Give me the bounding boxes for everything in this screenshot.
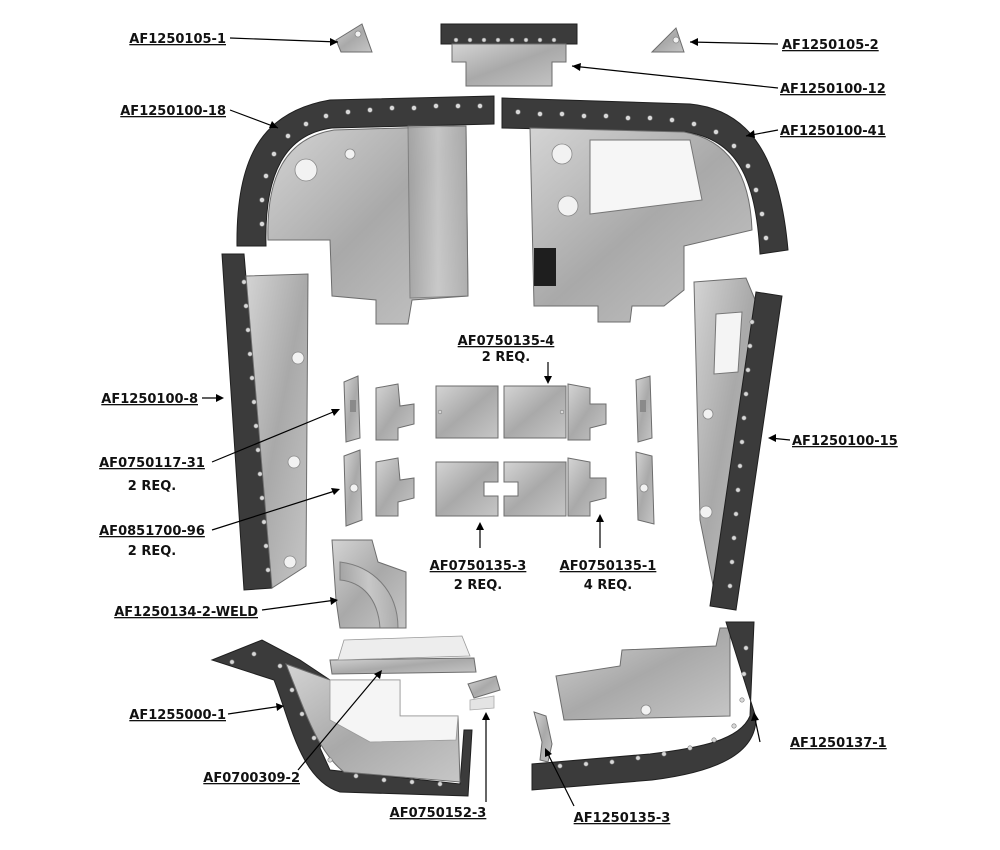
label-af1250100-15: AF1250100-15 <box>792 434 898 449</box>
part-af1250100-18 <box>236 95 495 325</box>
part-af1255000-1 <box>210 639 473 797</box>
label-af1250135-3: AF1250135-3 <box>574 811 671 826</box>
rivet-row <box>259 103 483 227</box>
label-af1250105-2: AF1250105-2 <box>782 38 879 53</box>
part-af1250100-41 <box>501 97 789 323</box>
label-af1255000-1: AF1255000-1 <box>129 708 226 723</box>
qty-af0750135-3: 2 REQ. <box>454 578 502 593</box>
label-af1250100-12: AF1250100-12 <box>780 82 886 97</box>
part-af1250137-1 <box>531 621 757 791</box>
part-af0750152-3 <box>467 675 501 711</box>
part-af1250105-1 <box>335 23 373 53</box>
part-af0700309-2 <box>329 635 477 675</box>
part-af0750135-4 <box>435 385 567 439</box>
rivet-row <box>557 645 749 769</box>
part-af0750117-31 <box>343 375 653 443</box>
label-af0851700-96: AF0851700-96 <box>99 524 205 539</box>
label-af0750135-4: AF0750135-4 <box>458 334 555 349</box>
label-af0700309-2: AF0700309-2 <box>203 771 300 786</box>
qty-af0750135-1: 4 REQ. <box>584 578 632 593</box>
label-af1250100-18: AF1250100-18 <box>120 104 226 119</box>
part-af0750135-3 <box>435 461 567 517</box>
qty-af0750135-4: 2 REQ. <box>482 350 530 365</box>
part-af1250100-8 <box>221 253 309 591</box>
part-af1250100-12 <box>440 23 578 87</box>
part-af0851700-96 <box>343 449 655 527</box>
label-af0750135-1: AF0750135-1 <box>560 559 657 574</box>
label-af0750135-3: AF0750135-3 <box>430 559 527 574</box>
qty-af0851700-96: 2 REQ. <box>128 544 176 559</box>
part-af1250134-2-weld <box>331 539 407 629</box>
part-af1250105-2 <box>650 27 685 53</box>
label-af1250105-1: AF1250105-1 <box>129 32 226 47</box>
rivet-row <box>727 319 755 589</box>
label-af1250100-8: AF1250100-8 <box>101 392 198 407</box>
qty-af0750117-31: 2 REQ. <box>128 479 176 494</box>
rivet-row <box>515 109 769 241</box>
rivet-row <box>241 279 271 573</box>
label-af0750117-31: AF0750117-31 <box>99 456 205 471</box>
rivet-row <box>229 651 443 787</box>
rivet-row <box>453 37 557 43</box>
part-labels: AF1250105-1 AF1250105-2 AF1250100-12 AF1… <box>99 32 898 826</box>
leader-lines <box>202 37 791 807</box>
label-af1250100-41: AF1250100-41 <box>780 124 886 139</box>
label-af0750152-3: AF0750152-3 <box>390 806 487 821</box>
part-af1250100-15 <box>693 277 783 611</box>
label-af1250134-2-weld: AF1250134-2-WELD <box>114 605 258 620</box>
part-af0750135-1 <box>375 383 607 517</box>
part-af1250135-3 <box>533 711 553 763</box>
label-af1250137-1: AF1250137-1 <box>790 736 887 751</box>
